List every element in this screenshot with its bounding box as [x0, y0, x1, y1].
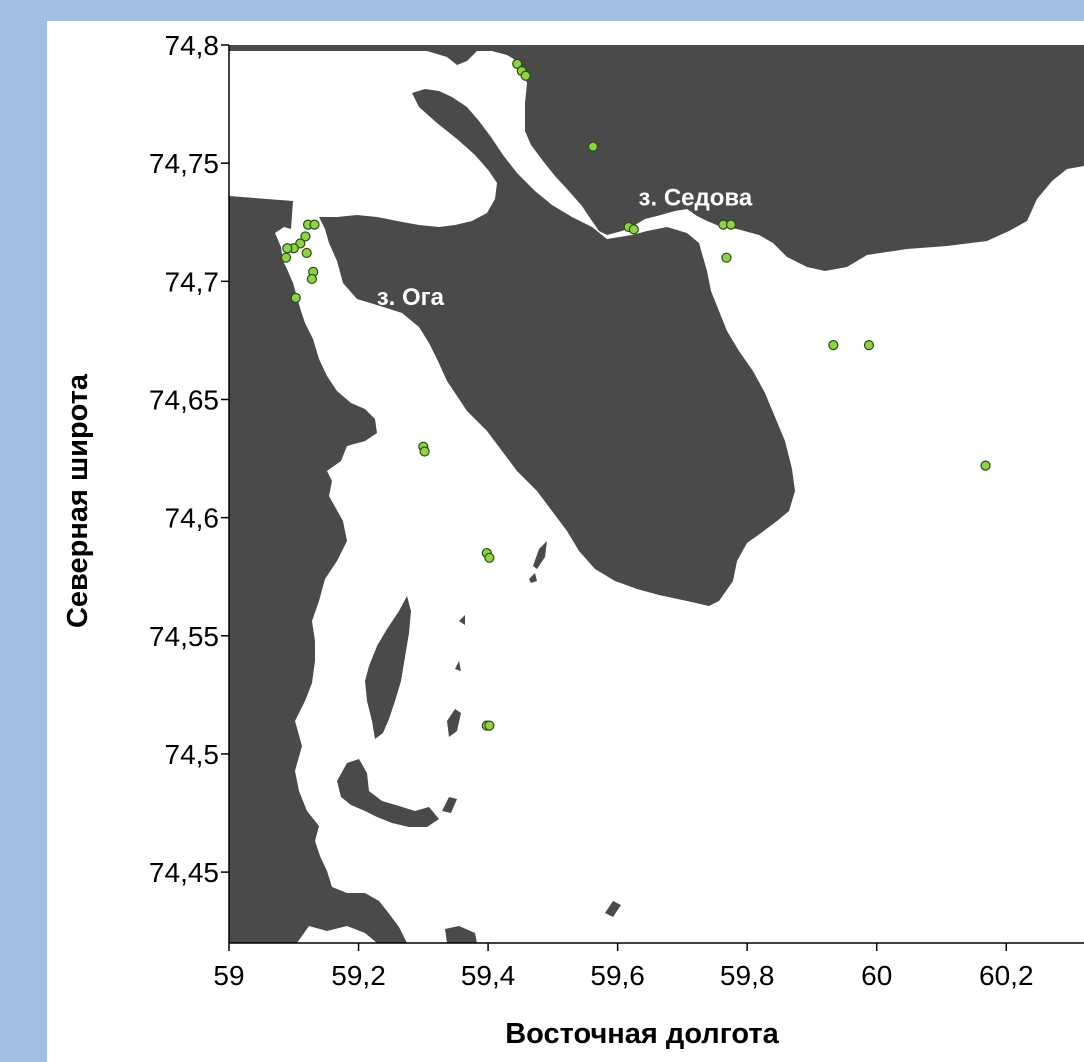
station-marker [309, 219, 320, 230]
island-south-3 [377, 916, 395, 943]
station-marker [280, 252, 292, 263]
island-small-1 [533, 541, 547, 569]
island-large [365, 596, 411, 739]
land-north [229, 45, 1084, 271]
station-marker [725, 219, 737, 230]
y-axis-ticks: 74,8 74,75 74,7 74,65 74,6 74,55 74,5 74,45 [149, 30, 229, 888]
station-marker [587, 141, 599, 152]
island-small-2 [529, 573, 537, 583]
place-label: з. Седова [639, 185, 753, 212]
station-marker [484, 552, 495, 563]
station-marker [628, 224, 639, 235]
island-small-3 [459, 615, 465, 625]
station-marker [484, 720, 495, 731]
station-marker [721, 252, 732, 263]
y-axis-title: Северная широта [62, 373, 94, 628]
station-marker [306, 273, 318, 285]
x-tick-label: 59,4 [461, 960, 516, 991]
x-tick-label: 59 [213, 960, 244, 991]
y-tick-label: 74,45 [149, 857, 219, 888]
island-south-2 [442, 797, 457, 813]
sampling-stations [280, 58, 991, 731]
island-south-1 [337, 759, 439, 827]
x-tick-label: 60,2 [979, 960, 1034, 991]
island-small-4 [455, 661, 461, 671]
y-tick-label: 74,6 [165, 503, 220, 534]
x-tick-label: 59,2 [331, 960, 386, 991]
station-marker [290, 292, 301, 303]
y-tick-label: 74,7 [165, 266, 220, 297]
y-tick-label: 74,5 [165, 739, 220, 770]
island-small-6 [605, 901, 621, 917]
station-marker [282, 243, 293, 254]
y-tick-label: 74,65 [149, 384, 219, 415]
land-west-coast [229, 45, 407, 943]
island-small-5 [447, 709, 461, 737]
x-tick-label: 59,8 [720, 960, 775, 991]
y-tick-label: 74,75 [149, 148, 219, 179]
station-marker [301, 247, 312, 259]
map-area [229, 45, 1084, 943]
x-tick-label: 60 [861, 960, 892, 991]
station-marker [863, 340, 875, 351]
y-tick-label: 74,8 [165, 30, 220, 61]
y-tick-label: 74,55 [149, 621, 219, 652]
station-marker [512, 58, 523, 70]
station-marker [520, 70, 531, 81]
land-peninsula [307, 89, 795, 606]
x-axis-ticks: 59 59,2 59,4 59,6 59,8 60 60,2 [213, 943, 1034, 991]
x-tick-label: 59,6 [590, 960, 645, 991]
station-marker [828, 340, 839, 351]
island-south-4 [445, 926, 477, 943]
place-labels: з. Седова з. Ога [377, 185, 753, 311]
station-marker [419, 446, 430, 457]
x-axis-title: Восточная долгота [505, 1018, 779, 1050]
station-marker [300, 231, 311, 242]
place-label: з. Ога [377, 284, 445, 311]
station-marker [980, 460, 991, 471]
